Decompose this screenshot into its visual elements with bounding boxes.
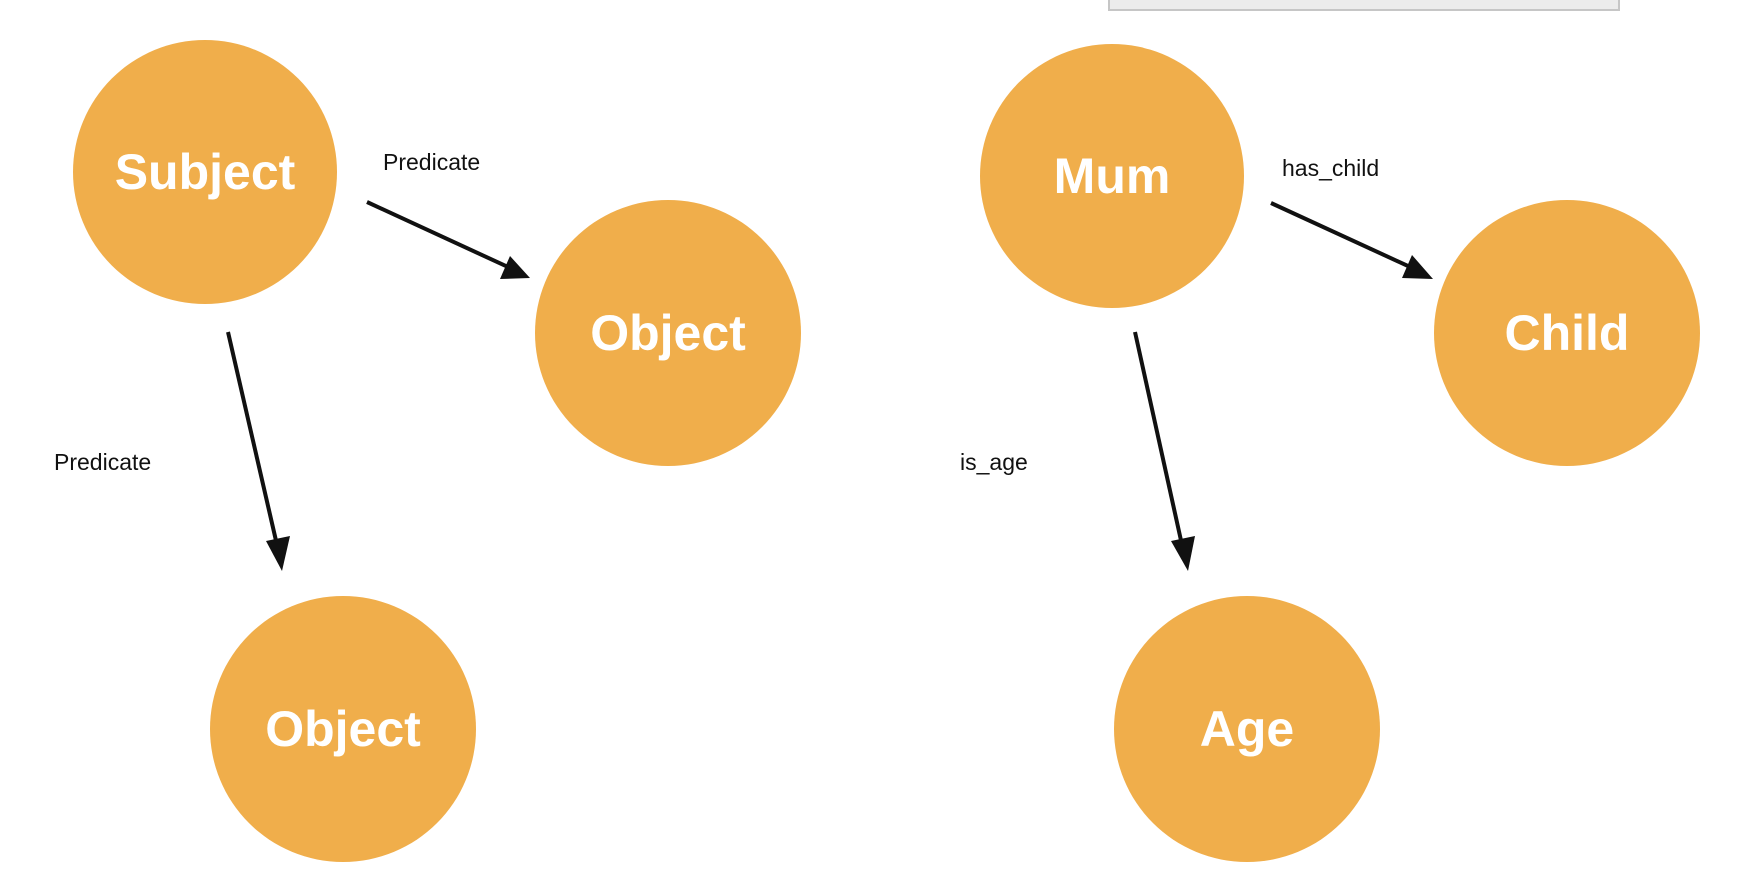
node-subject: Subject (73, 40, 337, 304)
label-predicate-right: Predicate (383, 149, 481, 175)
edge-mum-to-age (1133, 331, 1184, 546)
edge-subject-to-object-right (366, 200, 522, 275)
arrowhead-subject-to-object-bottom (266, 536, 290, 571)
arrowhead-mum-to-age (1171, 536, 1195, 571)
label-predicate-bottom: Predicate (54, 449, 152, 475)
edge-mum-to-child (1270, 201, 1422, 274)
arrowhead-mum-to-child (1402, 255, 1433, 279)
arrowhead-subject-to-object-right (500, 256, 530, 279)
node-mum-label: Mum (1053, 148, 1171, 204)
node-object-bottom: Object (210, 596, 476, 862)
label-is-age: is_age (960, 449, 1028, 475)
node-age-label: Age (1199, 701, 1295, 757)
node-subject-label: Subject (114, 144, 296, 200)
label-has-child: has_child (1282, 155, 1380, 181)
node-child: Child (1434, 200, 1700, 466)
node-object-right-label: Object (590, 305, 746, 361)
node-object-bottom-label: Object (265, 701, 421, 757)
top-panel-edge (1108, 0, 1620, 11)
edge-subject-to-object-bottom (226, 331, 279, 546)
node-mum: Mum (980, 44, 1244, 308)
node-child-label: Child (1504, 305, 1630, 361)
node-object-right: Object (535, 200, 801, 466)
node-age: Age (1114, 596, 1380, 862)
